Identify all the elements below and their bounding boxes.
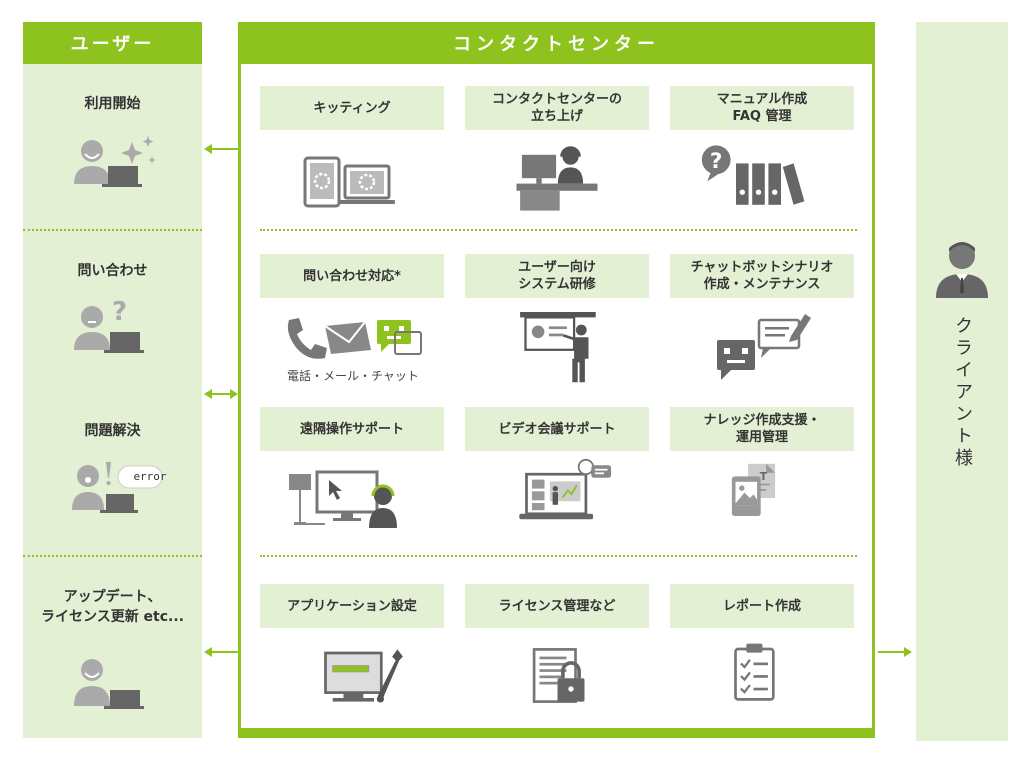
service-label: コンタクトセンターの 立ち上げ <box>491 92 622 124</box>
tablet-laptop-gear-icon <box>303 156 395 208</box>
service-knowledge: ナレッジ作成支援・ 運用管理 <box>670 407 854 451</box>
arrow-right-icon <box>878 647 912 657</box>
service-training: ユーザー向け システム研修 <box>465 254 649 298</box>
client-label-text: クライアント様 <box>952 316 973 470</box>
service-label: アプリケーション設定 <box>287 598 417 614</box>
chatbot-bubbles-icon <box>717 314 811 380</box>
center-separator <box>260 555 857 557</box>
contact-center-header: コンタクトセンター <box>241 22 872 64</box>
user-header: ユーザー <box>23 22 202 64</box>
question-binders-icon: ? <box>701 145 805 205</box>
user-separator <box>23 229 202 231</box>
service-remote-support: 遠隔操作サポート <box>260 407 444 451</box>
service-app-setting: アプリケーション設定 <box>260 584 444 628</box>
service-chatbot: チャットボットシナリオ 作成・メンテナンス <box>670 254 854 298</box>
documents-image-icon: T <box>731 463 776 516</box>
service-label: ユーザー向け システム研修 <box>518 260 596 292</box>
arrow-left-icon <box>204 647 238 657</box>
service-video-meeting: ビデオ会議サポート <box>465 407 649 451</box>
service-label: ライセンス管理など <box>498 598 616 614</box>
error-bubble-text: error <box>133 470 167 483</box>
service-label: ビデオ会議サポート <box>498 421 616 437</box>
service-inquiry: 問い合わせ対応* <box>260 254 444 298</box>
center-separator <box>260 229 857 231</box>
person-question-icon: ? <box>74 298 144 353</box>
user-stage-update-text: アップデート、 ライセンス更新 etc... <box>40 589 185 625</box>
arrow-both-icon <box>204 389 238 399</box>
person-laptop-sparkle-icon <box>74 136 156 187</box>
service-label: マニュアル作成 FAQ 管理 <box>716 92 808 124</box>
contact-channels-caption: 電話・メール・チャット <box>287 369 419 383</box>
clipboard-checklist-icon <box>734 643 775 701</box>
phone-mail-chat-icon <box>287 318 422 359</box>
service-report: レポート作成 <box>670 584 854 628</box>
service-center-setup: コンタクトセンターの 立ち上げ <box>465 86 649 130</box>
service-label: チャットボットシナリオ 作成・メンテナンス <box>690 260 834 292</box>
operator-desk-icon <box>516 146 598 211</box>
user-stage-start: 利用開始 <box>84 96 141 112</box>
person-laptop-icon <box>74 659 144 709</box>
document-lock-icon <box>532 648 585 703</box>
service-kitting: キッティング <box>260 86 444 130</box>
service-label: 問い合わせ対応* <box>303 268 401 284</box>
svg-text:?: ? <box>112 298 127 327</box>
client-label: クライアント様 <box>916 316 1008 478</box>
contact-center-panel: コンタクトセンター キッティング コンタクトセンターの 立ち上げ マニュアル作成… <box>238 22 875 738</box>
user-stage-update: アップデート、 ライセンス更新 etc... <box>23 587 202 627</box>
user-panel: ユーザー 利用開始 問い合わせ ? 問題解決 error アップデート、 ライセ… <box>23 22 202 738</box>
service-label: キッティング <box>313 100 391 116</box>
person-error-icon <box>72 462 162 513</box>
service-license: ライセンス管理など <box>465 584 649 628</box>
svg-text:?: ? <box>710 149 723 174</box>
svg-text:T: T <box>760 470 768 483</box>
service-manual-faq: マニュアル作成 FAQ 管理 <box>670 86 854 130</box>
client-panel: クライアント様 <box>916 22 1008 741</box>
arrow-left-icon <box>204 144 238 154</box>
service-label: 遠隔操作サポート <box>299 421 404 437</box>
user-stage-inquiry: 問い合わせ <box>77 263 148 279</box>
user-stage-solve: 問題解決 <box>84 423 141 439</box>
monitor-wrench-icon <box>324 649 403 703</box>
presenter-board-icon <box>520 312 596 383</box>
video-meeting-icon <box>519 458 612 520</box>
user-separator <box>23 555 202 557</box>
service-label: レポート作成 <box>722 598 801 614</box>
businessman-icon <box>936 242 988 298</box>
remote-operator-icon <box>289 470 397 528</box>
service-label: ナレッジ作成支援・ 運用管理 <box>703 413 821 445</box>
